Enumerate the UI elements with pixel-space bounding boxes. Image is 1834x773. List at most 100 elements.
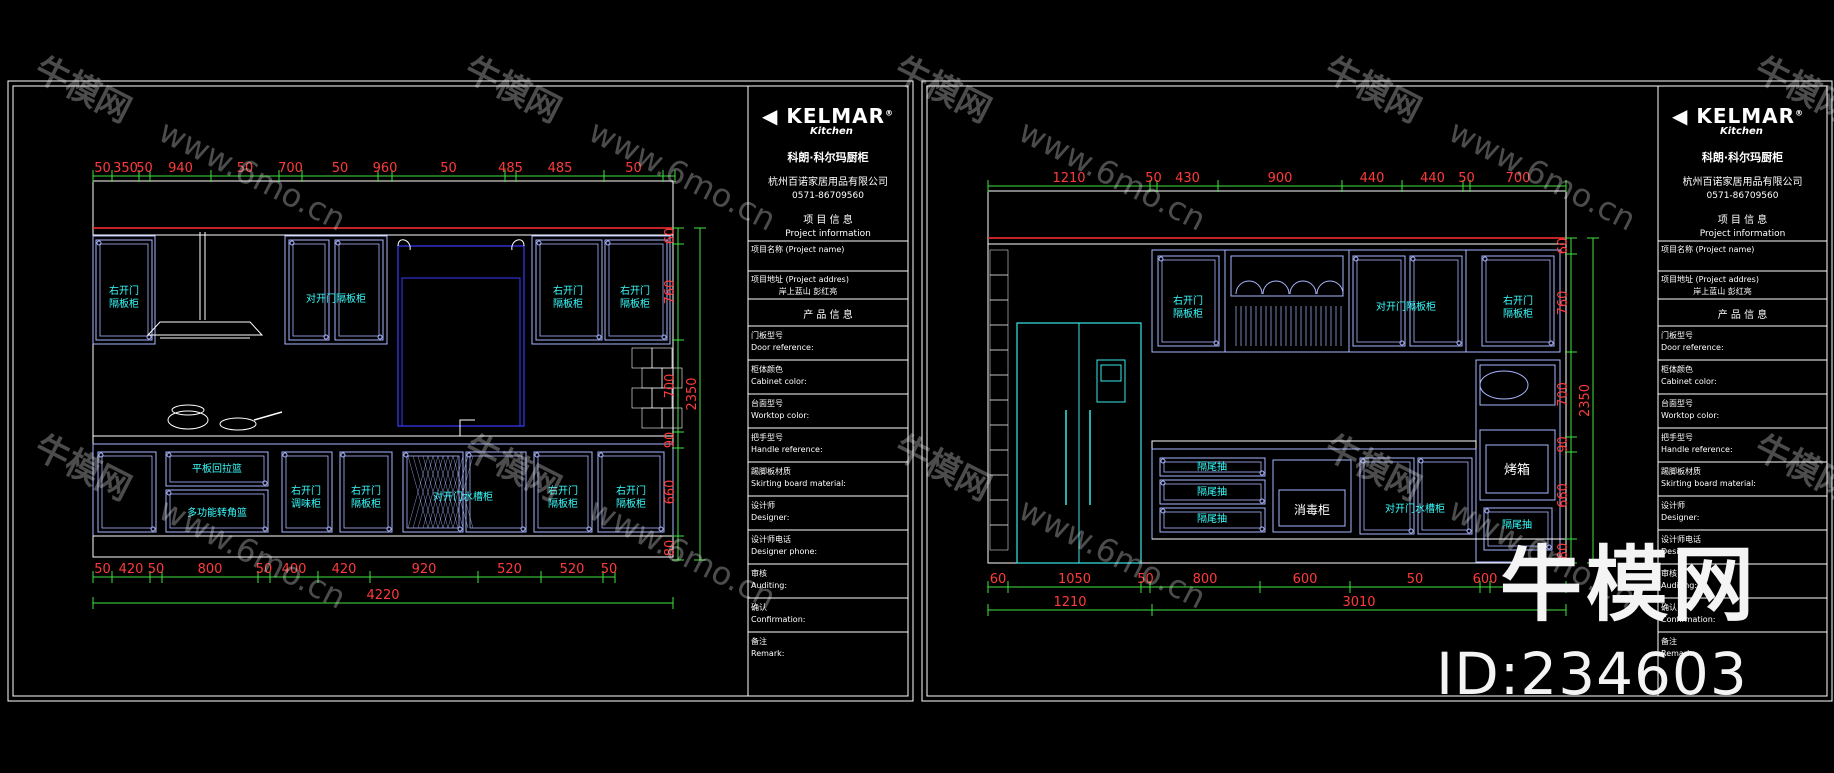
r-upper-frame-3	[1348, 249, 1467, 353]
left-dim-right-label: 700	[663, 374, 678, 399]
brand-sub-left: Kitchen	[810, 126, 853, 137]
address-value-right: 岸上蓝山 彭红亮	[1693, 286, 1752, 296]
phone-right: 0571-86709560	[1707, 191, 1779, 201]
mesh	[432, 455, 454, 529]
field-en-right: Skirting board material:	[1661, 479, 1756, 488]
field-en-right: Designer:	[1661, 513, 1699, 522]
r-drawer-3-knob	[1259, 526, 1265, 532]
cab-label: 隔板柜	[1503, 307, 1533, 320]
brick	[989, 524, 1009, 551]
left-dim-right-label: 760	[663, 280, 678, 305]
left-dim-bottom-label: 50	[94, 562, 111, 577]
brick	[631, 347, 653, 369]
r-rack-top	[1230, 255, 1344, 297]
tall-unit	[1475, 359, 1561, 563]
brick	[651, 347, 673, 369]
watermark-big-logo: 牛模网	[1500, 538, 1759, 633]
disinfection-cabinet	[1272, 459, 1352, 533]
brand-logo-right: ◀ KELMAR®	[1672, 104, 1805, 128]
left-dim-bottom-label: 50	[256, 562, 273, 577]
cab-label: 右开门	[109, 284, 139, 297]
field-en-left: Confirmation:	[751, 615, 805, 624]
lower-door-6-inner	[469, 455, 523, 529]
brick	[989, 424, 1009, 451]
r-lower-door-1-knob	[1360, 458, 1366, 464]
cab-label: 右开门	[1173, 294, 1203, 307]
cab-label: 隔板柜	[616, 497, 646, 510]
cab-label: 多功能转角篮	[187, 506, 247, 519]
r-drawer-1-knob	[1160, 458, 1166, 464]
cab-label: 右开门	[553, 284, 583, 297]
r-upper-door-1-inner	[1161, 259, 1216, 343]
brick	[989, 474, 1009, 501]
upper-door-2-knob	[323, 334, 329, 340]
cab-label: 隔尾抽	[1197, 460, 1227, 473]
cab-label: 右开门	[1503, 294, 1533, 307]
left-dim-bottom-label: 50	[148, 562, 165, 577]
r-drawer-2-knob	[1160, 480, 1166, 486]
r-lower-door-1-inner	[1363, 461, 1411, 531]
right-dim-bottom-total-label: 3010	[1342, 595, 1375, 610]
field-cn-left: 门板型号	[751, 330, 783, 340]
cab-label: 隔板柜	[553, 297, 583, 310]
title-block-left	[747, 85, 909, 697]
upper-door-1-knob	[96, 240, 102, 246]
drawer-bottom-inner	[169, 493, 265, 529]
left-dim-top-label: 485	[498, 161, 523, 176]
project-name-right: 项目名称 (Project name)	[1661, 244, 1754, 254]
left-dim-top-label: 960	[373, 161, 398, 176]
upper-door-5-knob	[605, 240, 611, 246]
project-info-en-right: Project information	[1700, 229, 1786, 239]
field-en-right: Confirmation:	[1661, 615, 1715, 624]
left-dim-top-label: 700	[278, 161, 303, 176]
upper-door-3	[334, 239, 384, 341]
upper-frame-3	[531, 235, 671, 345]
upper-door-2-inner	[292, 243, 326, 337]
lower-door-3-inner	[285, 455, 329, 529]
r-drawer-3-knob	[1160, 508, 1166, 514]
r-bottom-drawer-inner	[1487, 511, 1549, 547]
lower-door-6-knob	[520, 526, 526, 532]
r-lower-door-1	[1359, 457, 1415, 535]
window-frame	[397, 245, 525, 427]
arch	[1235, 280, 1263, 295]
brick	[641, 367, 663, 389]
frame-left-outer	[7, 80, 914, 702]
window-pane	[401, 277, 521, 427]
upper-frame-2	[284, 235, 388, 345]
field-en-left: Door reference:	[751, 343, 814, 352]
brick	[989, 249, 1009, 276]
frame-right-outer	[921, 80, 1833, 702]
cab-label: 隔尾抽	[1197, 485, 1227, 498]
brick	[989, 299, 1009, 326]
field-en-right: Remark:	[1661, 649, 1694, 658]
left-dim-bottom-label: 520	[497, 562, 522, 577]
left-dim-top-label: 485	[548, 161, 573, 176]
brand-sub-right: Kitchen	[1720, 126, 1763, 137]
field-en-right: Worktop color:	[1661, 411, 1719, 420]
brand-cn-left: 科朗·科尔玛厨柜	[787, 150, 868, 164]
oven-label: 烤箱	[1504, 462, 1530, 478]
lower-door-3	[281, 451, 333, 533]
left-wall-outline	[92, 180, 674, 558]
lower-door-6-knob	[466, 452, 472, 458]
field-en-left: Cabinet color:	[751, 377, 807, 386]
field-cn-left: 审核	[751, 568, 767, 578]
cab-label: 隔尾抽	[1197, 512, 1227, 525]
pan	[219, 417, 257, 431]
left-dim-bottom-label: 420	[332, 562, 357, 577]
r-upper-door-1	[1157, 255, 1220, 347]
right-dim-bottom-label: 600	[1293, 572, 1318, 587]
right-dim-right-label: 60	[1556, 238, 1571, 255]
mesh	[447, 455, 469, 529]
left-dim-bottom-label: 520	[560, 562, 585, 577]
right-dim-top-label: 440	[1360, 171, 1385, 186]
project-name-left: 项目名称 (Project name)	[751, 244, 844, 254]
lower-door-5-knob	[457, 526, 463, 532]
r-upper-frame-4	[1465, 249, 1561, 353]
field-en-right: Cabinet color:	[1661, 377, 1717, 386]
upper-door-1	[95, 239, 153, 341]
product-info-right: 产 品 信 息	[1718, 308, 1768, 321]
address-value-left: 岸上蓝山 彭红亮	[779, 286, 838, 296]
